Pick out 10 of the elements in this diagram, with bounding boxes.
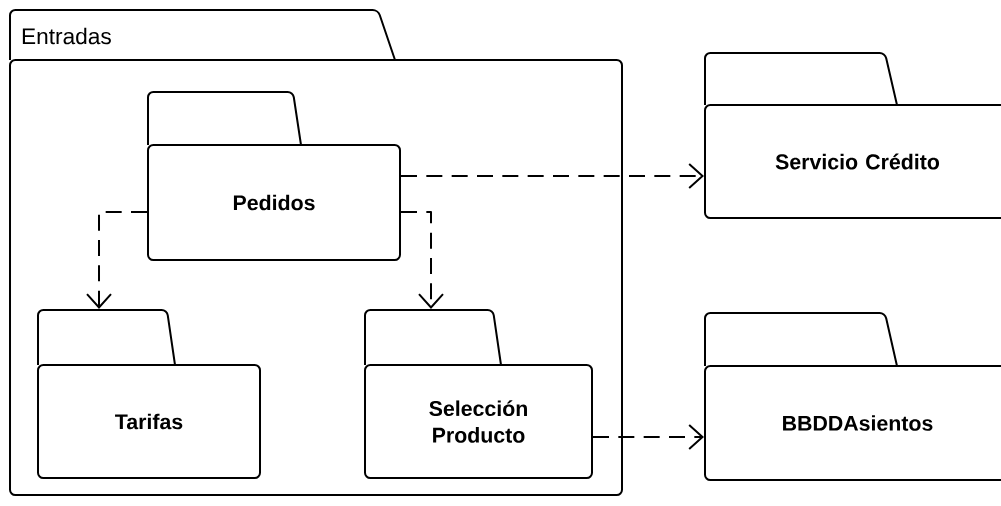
package-box: Selección Producto [364, 309, 593, 479]
package-box: Tarifas [37, 309, 261, 479]
package-box: Servicio Crédito [704, 52, 1001, 219]
dependency-arrow [400, 163, 704, 189]
dependency-arrow [86, 211, 148, 309]
package-box: BBDDAsientos [704, 312, 1001, 481]
node-label: Entradas [22, 27, 111, 45]
dependency-arrow [592, 424, 704, 450]
dependency-arrow [400, 211, 444, 309]
package-box: Pedidos [147, 91, 401, 261]
